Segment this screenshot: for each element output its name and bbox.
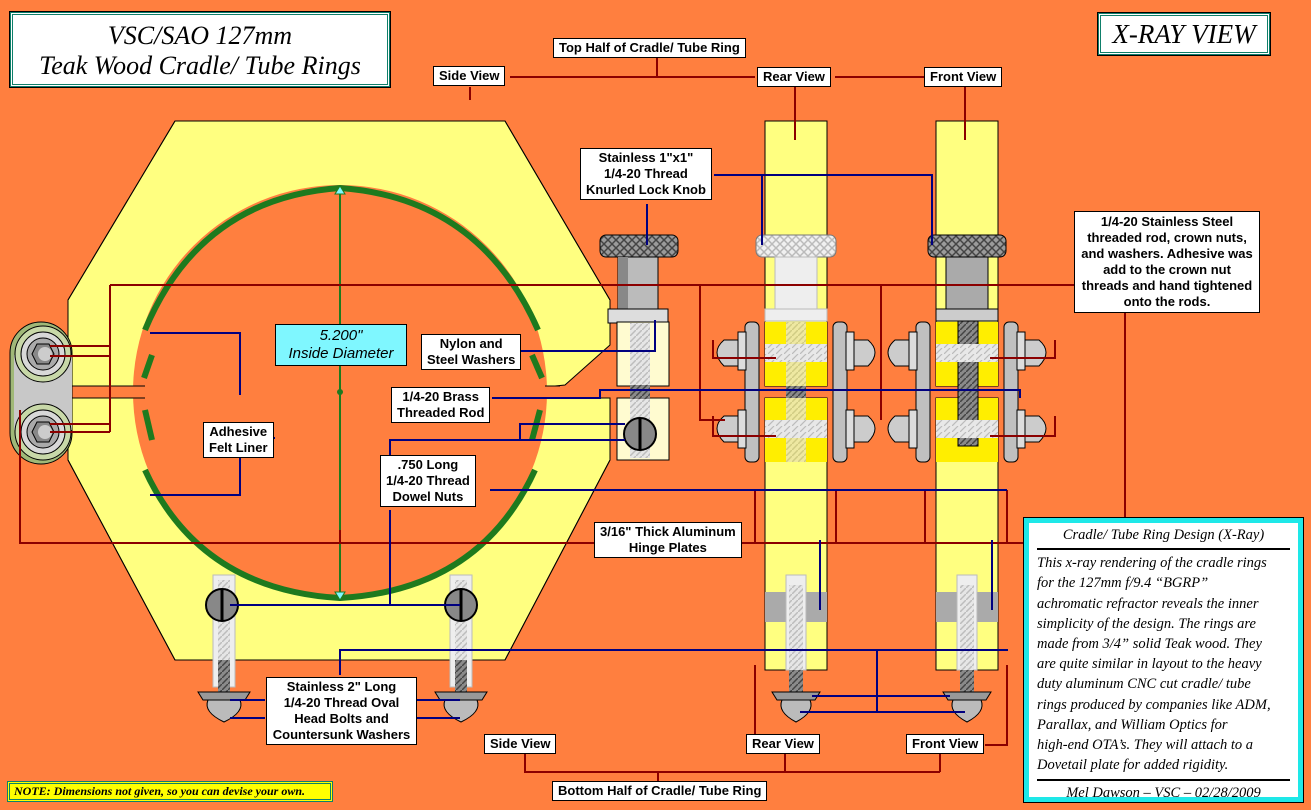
callout-rod-line: and washers. Adhesive was: [1081, 246, 1253, 261]
label-bottom-half: Bottom Half of Cradle/ Tube Ring: [552, 781, 768, 801]
callout-knob: Stainless 1"x1" 1/4-20 Thread Knurled Lo…: [580, 148, 712, 200]
side-knob-assembly: [599, 234, 679, 461]
info-panel: Cradle/ Tube Ring Design (X-Ray) This x-…: [1023, 517, 1304, 803]
callout-brass-line: 1/4-20 Brass: [402, 389, 480, 404]
diameter-arrow-bottom: [334, 591, 346, 601]
dimension-caption: Inside Diameter: [288, 345, 394, 362]
callout-rod-line: onto the rods.: [1123, 294, 1211, 309]
callout-rod-line: threaded rod, crown nuts,: [1087, 230, 1247, 245]
label-side-view-bottom: Side View: [484, 734, 557, 754]
callout-bolts: Stainless 2" Long 1/4-20 Thread Oval Hea…: [266, 677, 417, 745]
callout-dowel-line: 1/4-20 Thread: [386, 473, 470, 488]
callout-brass-line: Threaded Rod: [397, 405, 485, 420]
leader-lines-blue: [150, 174, 1021, 719]
info-line: This x-ray rendering of the cradle rings: [1037, 555, 1267, 572]
callout-brass-rod: 1/4-20 Brass Threaded Rod: [391, 387, 491, 423]
callout-bolts-line: Stainless 2" Long: [286, 679, 397, 694]
title-line-2: Teak Wood Cradle/ Tube Rings: [39, 51, 361, 80]
callout-hinge-line: 3/16" Thick Aluminum: [600, 524, 736, 539]
callout-bolts-line: Countersunk Washers: [272, 727, 411, 742]
callout-washers-line: Nylon and: [439, 336, 503, 351]
hinge-plates-rear-front: [716, 321, 1047, 463]
diagram-title: VSC/SAO 127mm Teak Wood Cradle/ Tube Rin…: [9, 11, 391, 88]
callout-rod-line: 1/4-20 Stainless Steel: [1100, 214, 1234, 229]
leader-lines-red: [19, 55, 1126, 783]
info-line: duty aluminum CNC cut cradle/ tube: [1037, 676, 1251, 693]
info-line: for the 127mm f/9.4 “BGRP”: [1037, 575, 1209, 592]
info-signature: Mel Dawson – VSC – 02/28/2009: [1037, 779, 1290, 803]
label-front-view-bottom: Front View: [906, 734, 985, 754]
callout-rod-line: threads and hand tightened: [1081, 278, 1253, 293]
info-line: simplicity of the design. The rings are: [1037, 615, 1256, 632]
callout-felt-liner: Adhesive Felt Liner: [203, 422, 274, 458]
callout-dowel-nuts: .750 Long 1/4-20 Thread Dowel Nuts: [380, 455, 476, 507]
callout-knob-line: 1/4-20 Thread: [604, 166, 688, 181]
callout-hinge-plates: 3/16" Thick Aluminum Hinge Plates: [594, 522, 742, 558]
info-line: Dovetail plate for added rigidity.: [1037, 757, 1229, 774]
view-mode-label: X-RAY VIEW: [1097, 12, 1271, 56]
callout-rod-line: add to the crown nut: [1103, 262, 1231, 277]
info-title: Cradle/ Tube Ring Design (X-Ray): [1037, 525, 1290, 551]
callout-bolts-line: Head Bolts and: [294, 711, 389, 726]
info-body: This x-ray rendering of the cradle rings…: [1037, 553, 1290, 775]
info-line: achromatic refractor reveals the inner: [1037, 595, 1259, 612]
rear-view: [755, 120, 837, 723]
info-line: rings produced by companies like ADM,: [1037, 696, 1271, 713]
callout-dowel-line: .750 Long: [397, 457, 459, 472]
callout-washers: Nylon and Steel Washers: [421, 334, 522, 370]
callout-knob-line: Stainless 1"x1": [598, 150, 694, 165]
label-side-view-top: Side View: [433, 66, 506, 86]
info-line: Parallax, and William Optics for: [1037, 716, 1228, 733]
side-bottom-bolts: [197, 574, 488, 723]
callout-washers-line: Steel Washers: [427, 352, 516, 367]
note-box: NOTE: Dimensions not given, so you can d…: [7, 781, 333, 802]
callout-knob-line: Knurled Lock Knob: [586, 182, 706, 197]
callout-dowel-line: Dowel Nuts: [392, 489, 464, 504]
front-view: [927, 120, 1007, 723]
info-line: high-end OTA’s. They will attach to a: [1037, 737, 1254, 754]
callout-rod-nuts: 1/4-20 Stainless Steel threaded rod, cro…: [1074, 211, 1260, 313]
callout-felt-line: Adhesive: [209, 424, 268, 439]
diameter-arrow-top: [334, 185, 346, 195]
callout-felt-line: Felt Liner: [209, 440, 268, 455]
side-hinge: [9, 321, 73, 465]
label-top-half: Top Half of Cradle/ Tube Ring: [553, 38, 746, 58]
title-line-1: VSC/SAO 127mm: [107, 21, 293, 50]
dimension-value: 5.200": [319, 327, 363, 344]
info-line: are quite similar in layout to the heavy: [1037, 656, 1262, 673]
label-rear-view-bottom: Rear View: [746, 734, 820, 754]
callout-bolts-line: 1/4-20 Thread Oval: [283, 695, 400, 710]
label-front-view-top: Front View: [924, 67, 1003, 87]
side-view-cradle: [0, 120, 611, 661]
info-line: made from 3/4” solid Teak wood. They: [1037, 636, 1262, 653]
callout-hinge-line: Hinge Plates: [628, 540, 707, 555]
dimension-label: 5.200" Inside Diameter: [275, 324, 407, 366]
label-rear-view-top: Rear View: [757, 67, 831, 87]
